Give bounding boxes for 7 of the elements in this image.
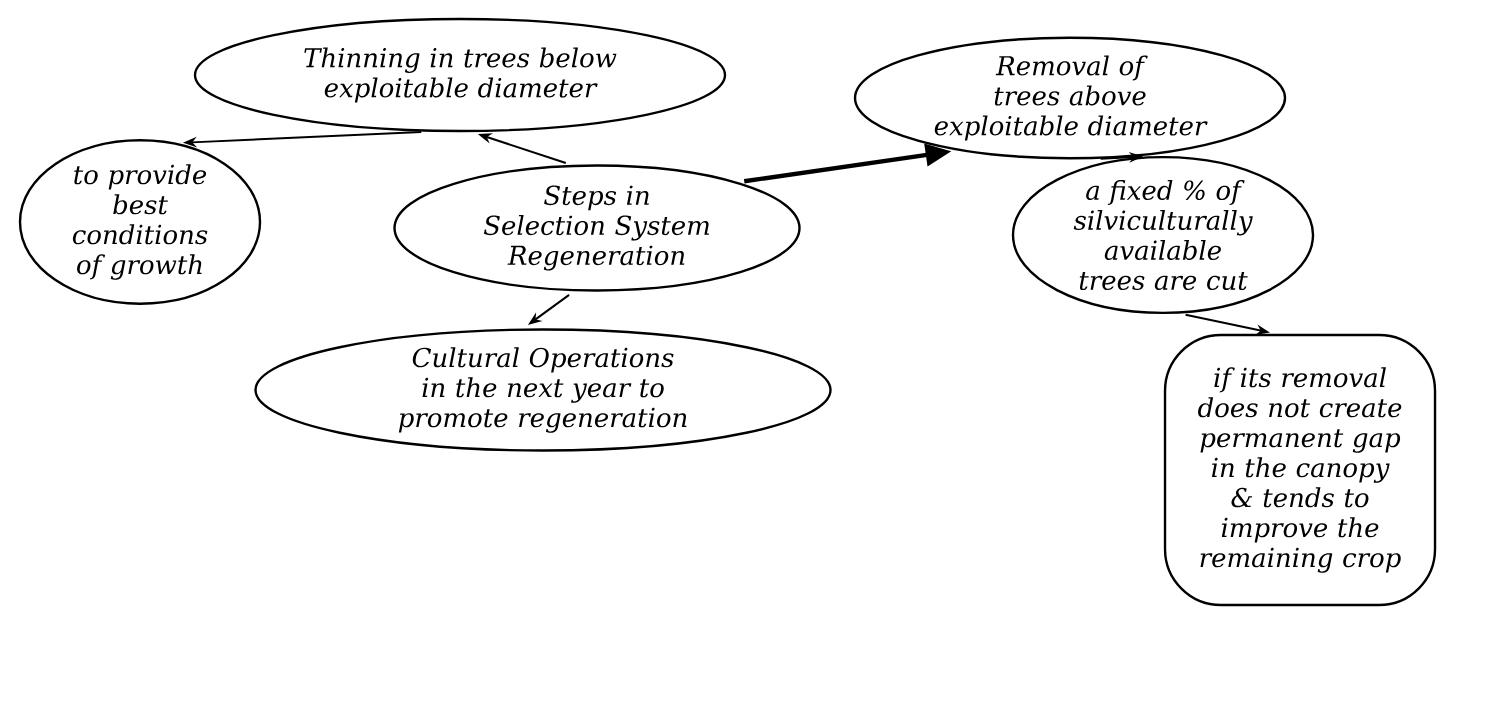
oval-bubble: Steps in Selection System Regeneration bbox=[393, 164, 801, 292]
rounded-bubble: if its removal does not create permanent gap in the canopy & tends to improve the remaining crop bbox=[1163, 333, 1437, 607]
oval-bubble: a fixed % of silviculturally available trees are cut bbox=[1011, 155, 1315, 315]
oval-bubble: Cultural Operations in the next year to promote regeneration bbox=[254, 328, 832, 452]
oval-bubble: to provide best conditions of growth bbox=[18, 139, 262, 305]
oval-bubble: Thinning in trees below exploitable diameter bbox=[193, 17, 727, 133]
oval-bubble: Removal of trees above exploitable diameter bbox=[853, 36, 1287, 160]
